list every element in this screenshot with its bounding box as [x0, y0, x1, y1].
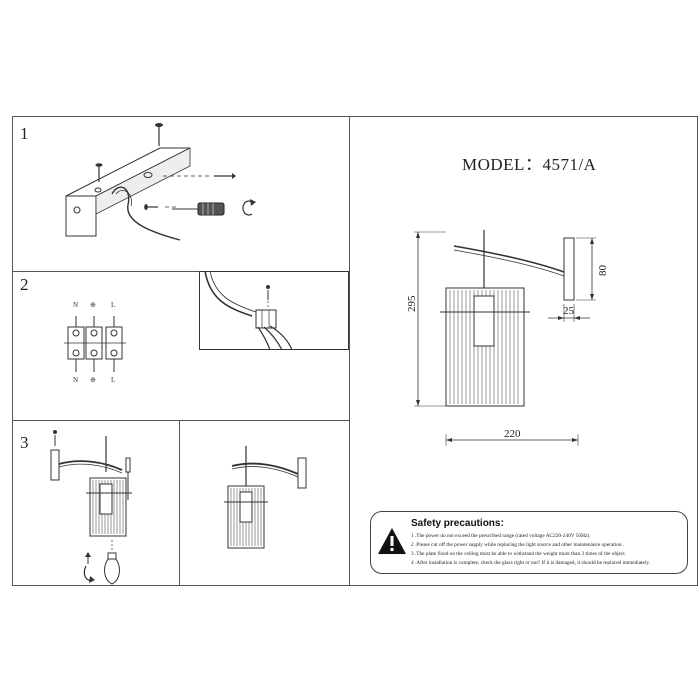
dimension-plate-depth: 25: [563, 305, 574, 317]
model-label: MODEL：4571/A: [462, 155, 597, 174]
step-number-1: 1: [20, 124, 29, 143]
dimension-width: 220: [504, 428, 521, 440]
safety-line-4: 4 .After installation is complete, check…: [411, 560, 650, 566]
ground-symbol-icon: ⊕: [90, 301, 96, 309]
safety-line-2: 2 .Please cut off the power supply while…: [411, 542, 625, 548]
safety-precautions-box: Safety precautions: 1 .The power do not …: [370, 511, 688, 574]
screw-icon: [155, 123, 163, 146]
safety-line-1: 1 .The power do not exceed the prescribe…: [411, 533, 591, 539]
ground-symbol-icon: ⊕: [90, 376, 96, 384]
terminal-label-l-top: L: [111, 301, 116, 309]
terminal-label-l-bottom: L: [111, 376, 116, 384]
step-number-2: 2: [20, 275, 29, 294]
step-number-3: 3: [20, 433, 29, 452]
screwdriver-icon: [172, 202, 225, 216]
dimension-plate-height: 80: [597, 265, 609, 276]
bulb-icon: [104, 540, 120, 585]
terminal-label-n-top: N: [73, 301, 79, 309]
terminal-label-n-bottom: N: [73, 376, 79, 384]
safety-line-3: 3 .The plate fixed on the ceiling must b…: [411, 551, 627, 557]
dimension-height: 295: [406, 295, 418, 313]
warning-icon: [378, 528, 406, 554]
safety-title: Safety precautions:: [411, 518, 504, 529]
